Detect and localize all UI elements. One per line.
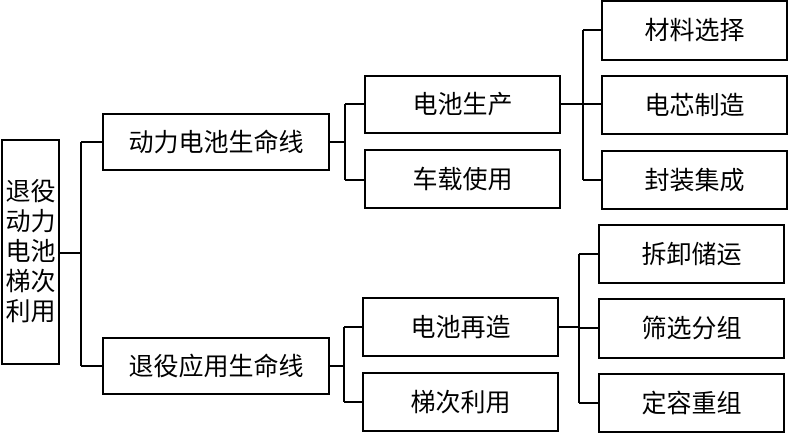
branch-label: 退役应用生命线	[128, 351, 304, 381]
node-label: 电池生产	[412, 90, 513, 119]
node-label: 车载使用	[412, 164, 513, 194]
root-line-1: 退役	[5, 177, 56, 206]
leaf-label: 封装集成	[644, 165, 745, 195]
leaf-label: 拆卸储运	[641, 239, 742, 269]
leaf-cell-manufacturing: 电芯制造	[601, 75, 788, 135]
leaf-label: 筛选分组	[641, 314, 742, 343]
branch-power-battery-lifeline: 动力电池生命线	[102, 113, 330, 171]
root-line-5: 利用	[5, 297, 56, 326]
root-line-4: 梯次	[5, 267, 56, 296]
leaf-capacity-regrouping: 定容重组	[598, 373, 785, 433]
branch-label: 动力电池生命线	[128, 127, 304, 157]
node-label: 电池再造	[410, 312, 511, 342]
node-cascade-utilization: 梯次利用	[362, 372, 559, 432]
leaf-screening-grouping: 筛选分组	[598, 298, 785, 359]
node-vehicle-use: 车载使用	[364, 149, 561, 209]
leaf-disassembly-storage-transport: 拆卸储运	[598, 224, 785, 284]
node-label: 梯次利用	[410, 387, 511, 417]
root-line-3: 电池	[5, 237, 56, 266]
leaf-label: 材料选择	[644, 16, 745, 45]
root-node: 退役 动力 电池 梯次 利用	[1, 139, 60, 365]
root-line-2: 动力	[5, 207, 56, 236]
leaf-label: 电芯制造	[644, 90, 745, 120]
node-battery-remanufacture: 电池再造	[362, 297, 559, 357]
node-battery-production: 电池生产	[364, 75, 561, 134]
leaf-packaging-integration: 封装集成	[601, 150, 788, 210]
leaf-material-selection: 材料选择	[601, 0, 788, 61]
branch-retired-application-lifeline: 退役应用生命线	[102, 337, 330, 395]
leaf-label: 定容重组	[641, 388, 742, 418]
